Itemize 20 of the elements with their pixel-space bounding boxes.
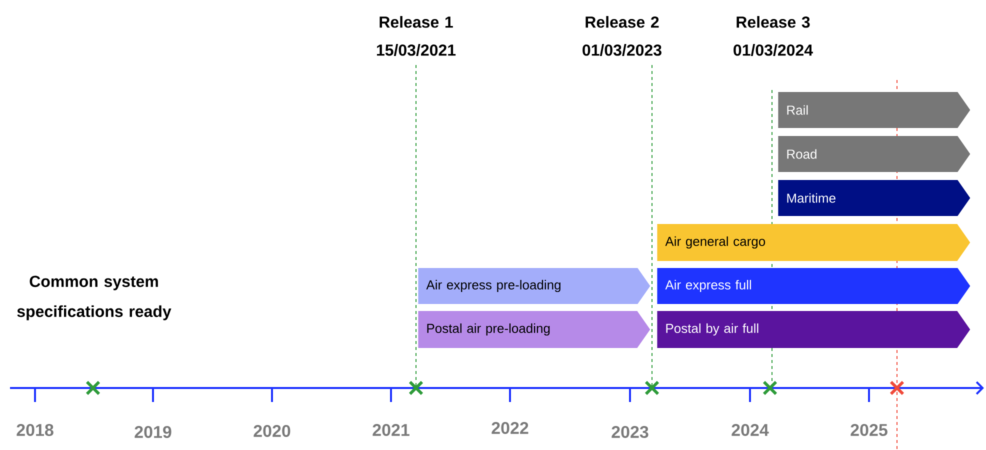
- year-label: 2024: [732, 424, 769, 436]
- milestone-label: Common system specifications ready: [17, 276, 172, 320]
- year-label: 2023: [612, 426, 648, 438]
- chevron-bar: Rail: [778, 92, 970, 128]
- chevron-bar: Road: [778, 136, 970, 172]
- year-label: 2019: [134, 426, 172, 438]
- year-label: 2022: [492, 422, 528, 434]
- year-label: 2018: [16, 424, 54, 436]
- year-label: 2025: [850, 424, 888, 436]
- release-label: Release 2 01/03/2023: [582, 16, 662, 56]
- chevron-bar: Postal by air full: [657, 311, 970, 348]
- chevron-bar: Air express full: [657, 268, 970, 304]
- chevron-bar: Air general cargo: [657, 224, 970, 261]
- chevron-bar: Air express pre-loading: [418, 268, 650, 304]
- release-label: Release 3 01/03/2024: [734, 16, 813, 56]
- chevron-bar: Postal air pre-loading: [418, 311, 650, 348]
- release-label: Release 1 15/03/2021: [376, 16, 456, 56]
- year-label: 2021: [372, 424, 410, 436]
- year-label: 2020: [254, 424, 290, 438]
- chevron-bar: Maritime: [778, 180, 970, 216]
